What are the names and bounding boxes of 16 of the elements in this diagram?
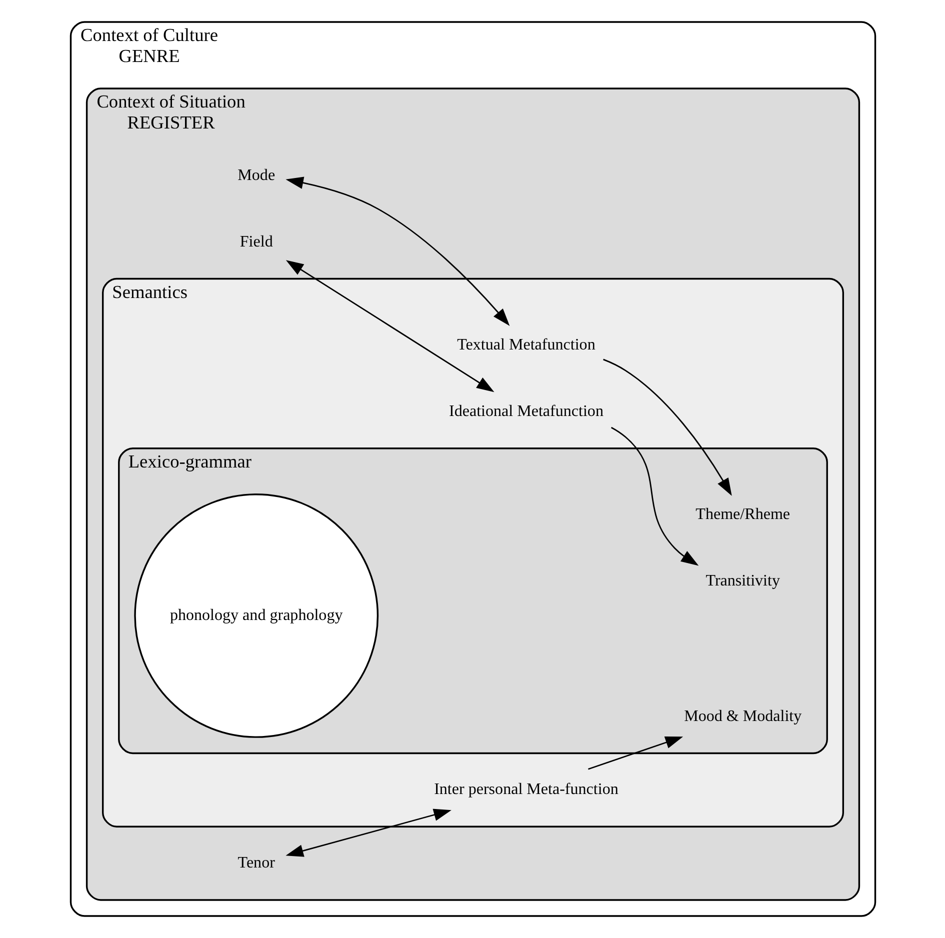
node-text: Field bbox=[239, 233, 272, 250]
arrow bbox=[285, 176, 510, 326]
node-text: Ideational Metafunction bbox=[448, 402, 603, 420]
node-text: Mood & Modality bbox=[684, 708, 802, 725]
node-circle: phonology and graphology bbox=[134, 494, 378, 738]
node-text: Tenor bbox=[237, 854, 274, 872]
arrow bbox=[285, 260, 494, 392]
arrow bbox=[610, 426, 698, 566]
node-text: Theme/Rheme bbox=[695, 506, 790, 524]
arrow bbox=[602, 358, 732, 496]
node-text: Mode bbox=[237, 166, 275, 184]
node-text: Inter personal Meta-function bbox=[434, 781, 618, 798]
arrow bbox=[588, 736, 683, 770]
arrow bbox=[285, 808, 451, 857]
node-text: Textual Metafunction bbox=[456, 336, 595, 354]
node-text: Transitivity bbox=[705, 572, 780, 590]
